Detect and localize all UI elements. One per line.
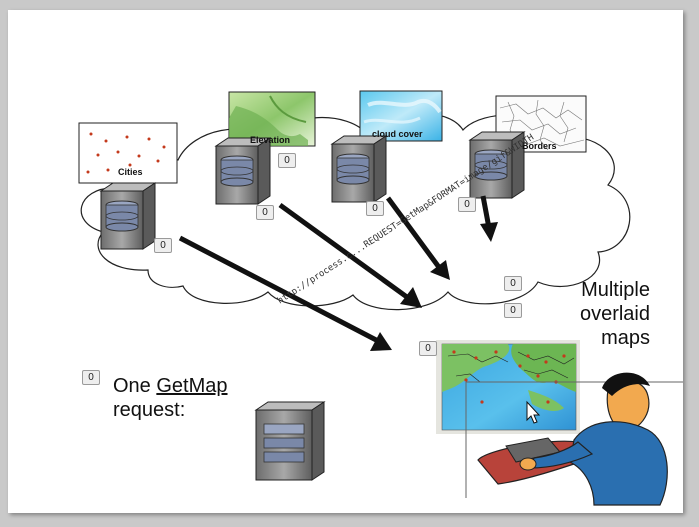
multiple-overlaid-maps-label: Multiple overlaid maps xyxy=(538,278,650,350)
cursor-icon xyxy=(526,400,541,424)
caption-one: One xyxy=(113,375,157,397)
comment-badge[interactable]: 0 xyxy=(256,205,274,220)
composite-map xyxy=(436,340,580,434)
server-cities xyxy=(99,182,157,250)
server-elevation xyxy=(214,137,272,205)
comment-badge[interactable]: 0 xyxy=(366,201,384,216)
comment-badge[interactable]: 0 xyxy=(458,197,476,212)
comment-badge[interactable]: 0 xyxy=(154,238,172,253)
cloud-cover-map xyxy=(359,90,443,142)
getmap-term: GetMap xyxy=(156,375,228,397)
comment-badge[interactable]: 0 xyxy=(504,303,522,318)
comment-badge[interactable]: 0 xyxy=(504,276,522,291)
arrow-elevation xyxy=(278,202,413,303)
caption-line-3: maps xyxy=(601,327,650,349)
caption-request: request: xyxy=(113,399,186,421)
comment-badge[interactable]: 0 xyxy=(278,153,296,168)
server-cloud-cover xyxy=(330,135,388,203)
person-illustration xyxy=(465,372,683,506)
cities-map-label: Cities xyxy=(118,167,143,177)
server-borders xyxy=(468,131,526,199)
one-getmap-request-label: One GetMap request: xyxy=(113,374,283,422)
slide: Cities Elevation cloud cover Borders 0 0… xyxy=(8,10,683,513)
borders-map-label: Borders xyxy=(522,141,557,151)
caption-line-1: Multiple xyxy=(581,279,650,301)
comment-badge[interactable]: 0 xyxy=(419,341,437,356)
elevation-map xyxy=(228,91,316,147)
caption-line-2: overlaid xyxy=(579,303,650,325)
diagram-canvas xyxy=(78,90,683,506)
comment-badge[interactable]: 0 xyxy=(82,370,100,385)
elevation-map-label: Elevation xyxy=(250,135,291,145)
cloud-cover-map-label: cloud cover xyxy=(372,129,423,139)
arrow-cloud-cover xyxy=(385,196,444,272)
request-arrows xyxy=(178,195,498,351)
server-client xyxy=(254,401,326,481)
arrow-borders xyxy=(480,195,492,229)
arrow-cities xyxy=(178,235,382,345)
